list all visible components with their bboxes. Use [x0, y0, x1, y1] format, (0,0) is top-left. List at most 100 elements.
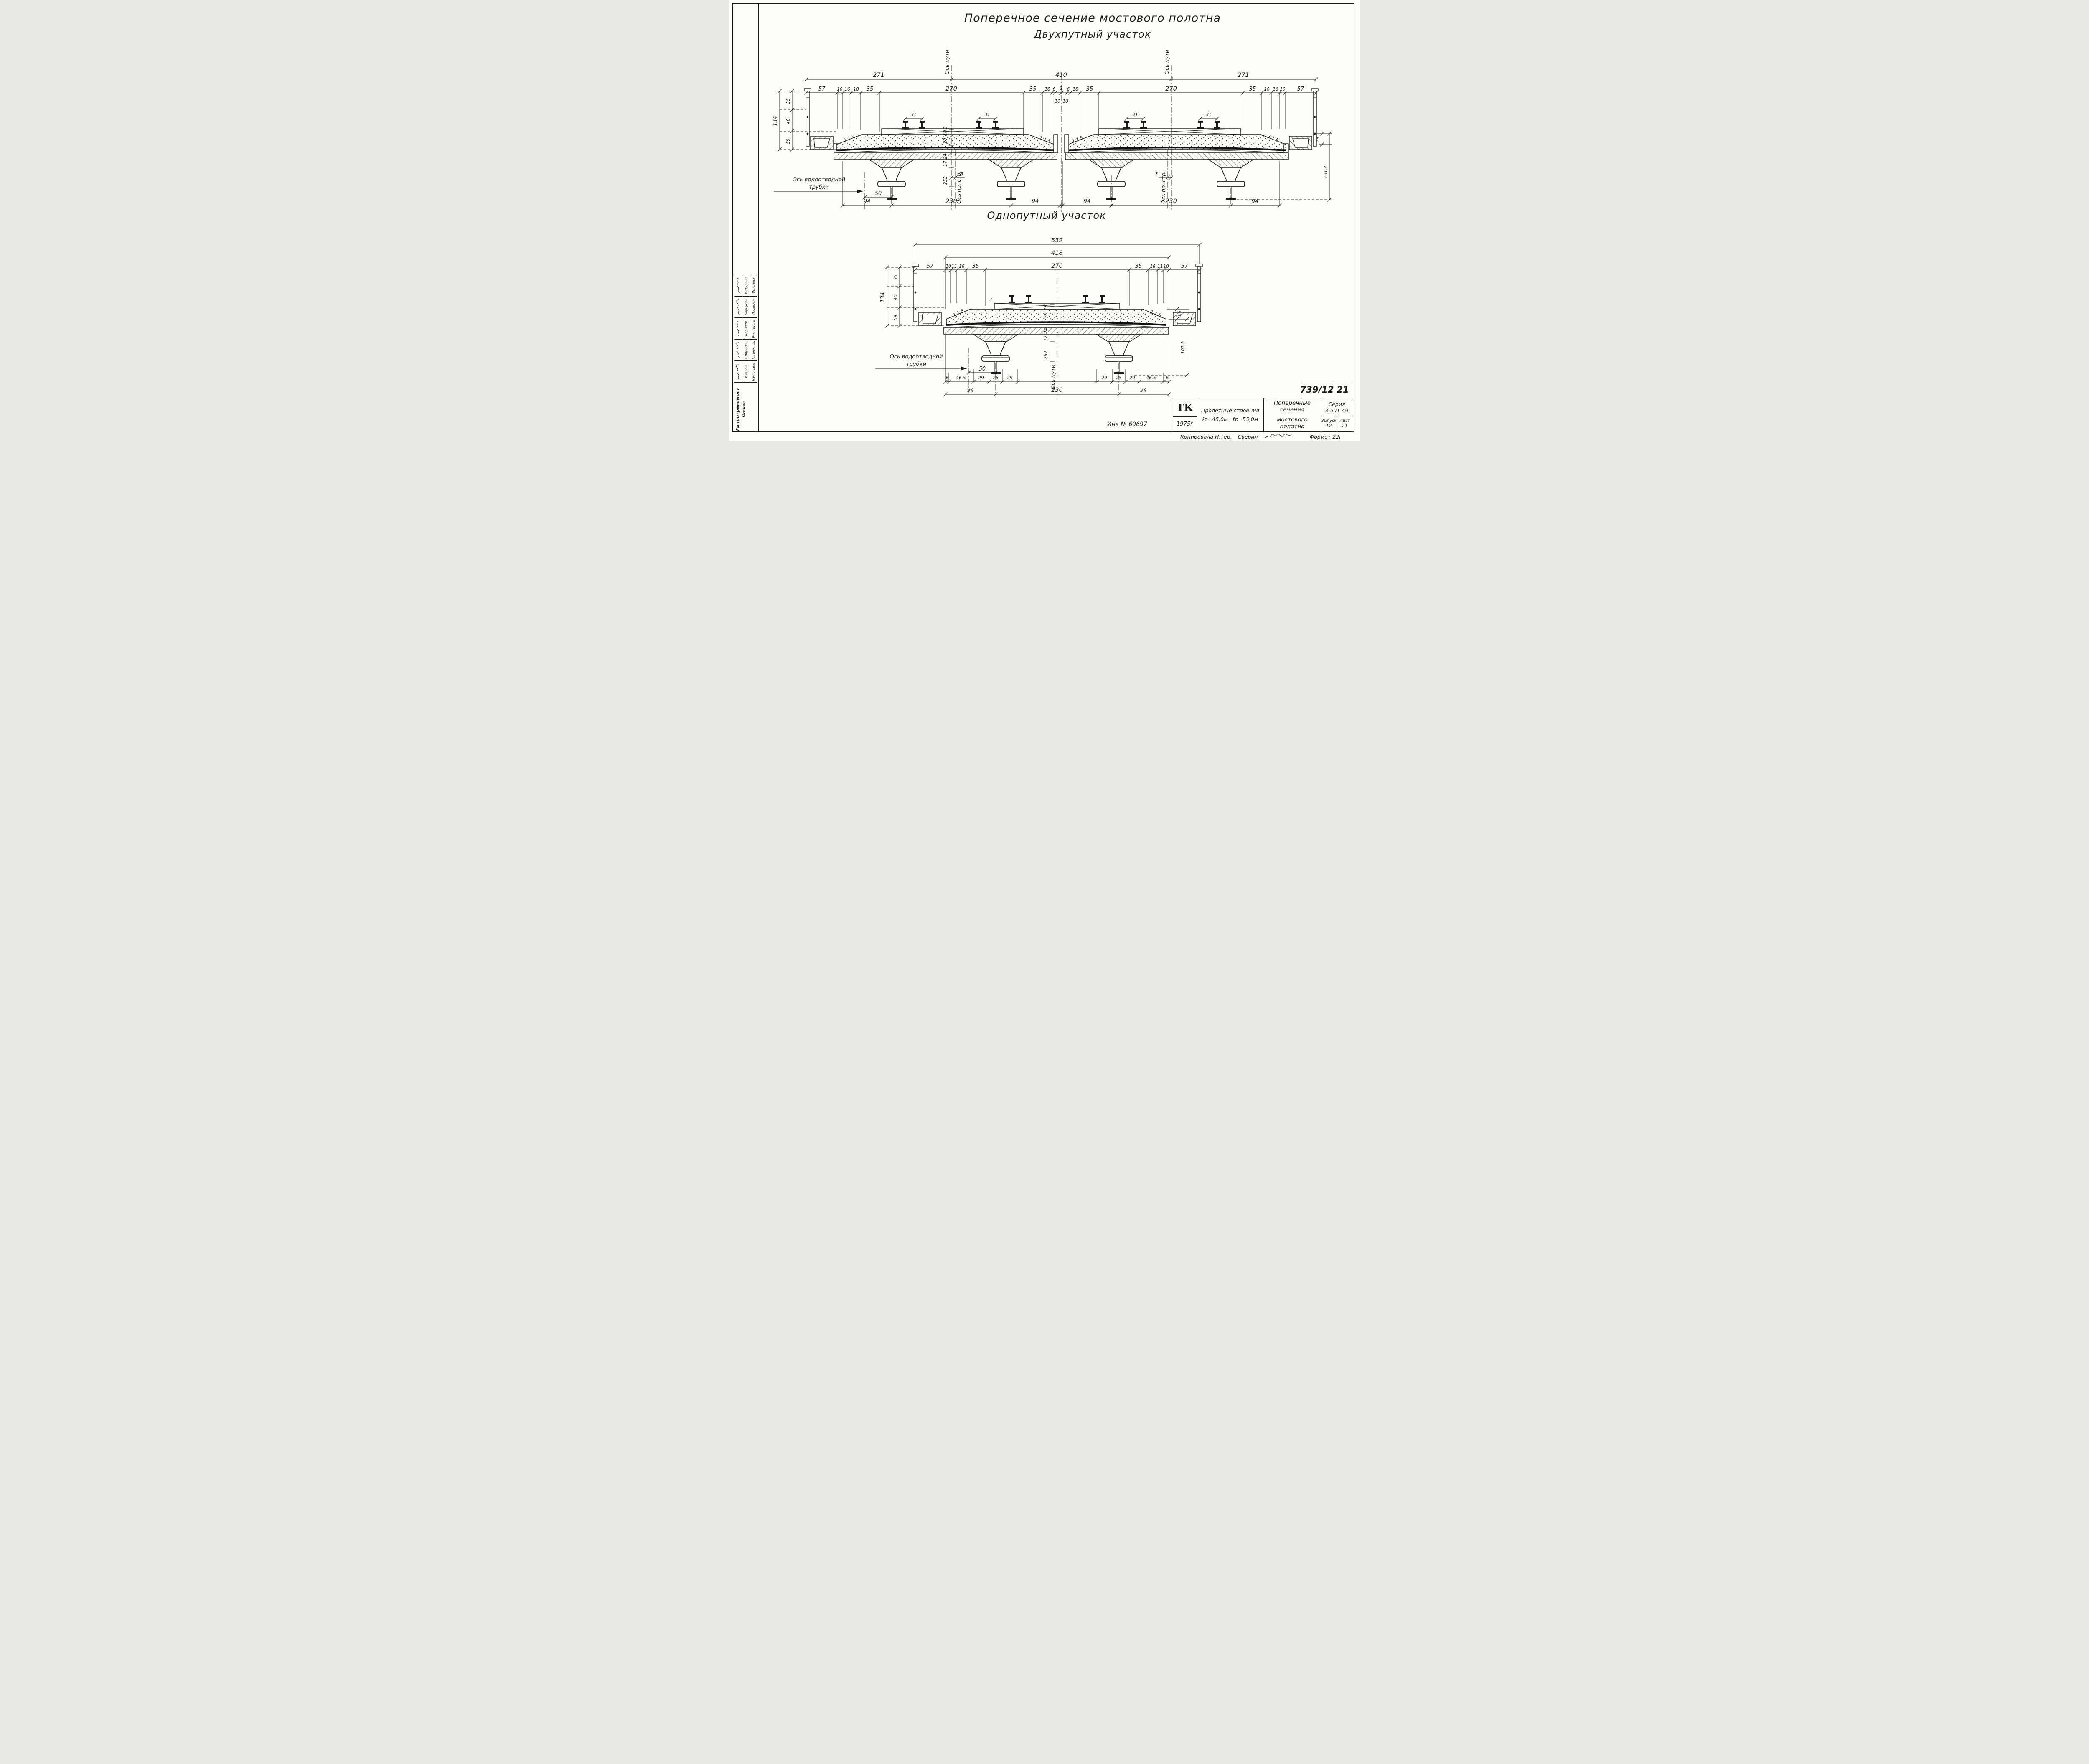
dim: 270	[1051, 263, 1063, 269]
slab-haunch	[1095, 334, 1143, 342]
org-code-cell: ТК	[1173, 398, 1197, 417]
dim: 18	[1072, 87, 1078, 92]
dim: 29	[1129, 376, 1135, 381]
copied-by: Копировала Н.Тер.	[1180, 433, 1232, 440]
dim: 10	[1163, 264, 1169, 269]
sidewalk-console	[918, 312, 942, 326]
dim-row3	[912, 267, 1202, 306]
track-axis-label: Ось пути	[1050, 365, 1056, 389]
drain-label-line1: Ось водоотводной	[890, 354, 943, 360]
girder-with-drain	[981, 341, 1010, 375]
layer-chain	[949, 127, 954, 187]
side-col-2: Смирнова Гл. инж. пр.	[734, 339, 757, 361]
railing-post	[1195, 264, 1203, 322]
drain-leader	[875, 367, 967, 370]
dim-94: 94	[864, 198, 871, 205]
dim-271-left: 271	[873, 72, 884, 79]
object-line2: ℓр=45,0м , ℓр=55,0м	[1202, 416, 1258, 422]
dim: 35	[1029, 86, 1037, 92]
drawing-title-line1: Поперечные сечения	[1273, 400, 1311, 413]
gauge-brackets	[903, 116, 1220, 121]
dim-3-5: 3,5	[1177, 310, 1182, 317]
span-axis-label-left: Ось пр. стр.	[956, 171, 962, 204]
dim-271-right: 271	[1238, 72, 1249, 79]
dim: 18	[959, 264, 965, 269]
span-axis-label-right: Ось пр. стр.	[1160, 171, 1166, 204]
chain-dim: 20	[943, 138, 948, 144]
chain-dim: 20	[1044, 312, 1049, 318]
chain-dim: 24	[943, 153, 948, 159]
dim: 10	[837, 87, 843, 92]
chain-dim: 17	[943, 161, 948, 167]
dim: 16	[844, 87, 850, 92]
dim: 35	[972, 263, 979, 269]
gauge-dim: 31	[911, 112, 916, 117]
dim-35: 35	[893, 274, 898, 280]
dim: 46.5	[956, 376, 966, 381]
dim: 57	[1181, 263, 1188, 269]
dim-94: 94	[1084, 198, 1091, 205]
dim-230: 230	[1051, 387, 1063, 393]
drain-label-line1: Ось водоотводной	[793, 177, 846, 183]
left-deck-half	[804, 89, 1058, 200]
dim-40: 40	[786, 118, 791, 124]
dim-101-2: 101,2	[1323, 166, 1328, 178]
dim-35: 35	[786, 98, 791, 104]
series-label: Серия	[1328, 401, 1345, 407]
single-deck	[912, 264, 1203, 375]
bottom-dims2	[943, 392, 1172, 397]
railing-post	[912, 264, 919, 322]
dim: 29	[1007, 376, 1013, 381]
dim: 35	[867, 86, 874, 92]
chain-dim-252: 252	[1044, 351, 1049, 359]
rail	[1099, 295, 1105, 303]
dim-94: 94	[1032, 198, 1039, 205]
drain-leader	[774, 190, 863, 193]
series-cell: Серия 3.501-49	[1320, 398, 1353, 416]
main-title-line1: Поперечное сечение мостового полотна	[964, 12, 1221, 25]
object-cell: Пролетные строения ℓр=45,0м , ℓр=55,0м	[1196, 398, 1264, 432]
dim: 46.5	[1146, 376, 1156, 381]
dim-15: 15	[1316, 137, 1321, 142]
drawing-title-cell: Поперечные сечения мостового полотна	[1263, 398, 1321, 432]
binding-margin-rule	[758, 3, 759, 432]
dim-94: 94	[1252, 198, 1259, 205]
margin-annotations: Копировала Н.Тер. Сверил Формат 22г	[1180, 433, 1342, 440]
dim-59: 59	[893, 315, 898, 320]
dim-134: 134	[773, 116, 779, 127]
chain-dim: 18	[943, 130, 948, 136]
left-vertical-dims	[777, 89, 836, 152]
list-value: 21	[1342, 423, 1348, 429]
single-track-title: Однопутный участок	[987, 210, 1106, 221]
rail	[1009, 295, 1015, 303]
institute-city: Москва	[742, 401, 747, 418]
institute-block: Гипротрансмост Москва	[735, 386, 757, 433]
girder-with-drain	[1105, 341, 1133, 375]
slab-haunch	[972, 334, 1019, 342]
dim-row-532	[912, 242, 1202, 264]
axis-offset-dim-left	[949, 175, 965, 180]
axis-offset-dim-right	[1159, 175, 1174, 180]
dim-50: 50	[979, 366, 986, 372]
institute-name: Гипротрансмост	[735, 388, 740, 431]
dim: 57	[927, 263, 934, 269]
checked-by: Сверил	[1238, 433, 1258, 440]
object-line1: Пролетные строения	[1201, 407, 1259, 414]
dim-5: 5	[961, 172, 963, 177]
track1-axis-label: Ось пути	[944, 50, 950, 74]
dim: 57	[818, 86, 826, 92]
side-col-4: Корнусов Проверил	[734, 296, 757, 318]
dim-row1	[804, 77, 1319, 82]
gauge-dim: 31	[984, 112, 990, 117]
list-cell: Лист 21	[1337, 416, 1353, 432]
checker-signature	[1265, 434, 1291, 438]
dim: 35	[1135, 263, 1142, 269]
side-signature-table: Вязлов Нач. отдела Смирнова Гл. инж. пр.…	[734, 275, 757, 383]
side-col-3: Корнеев Рук. группы	[734, 317, 757, 339]
drain-label-line2: трубки	[906, 361, 926, 368]
chain-dim: 24	[1044, 328, 1049, 333]
dim: 11	[951, 264, 957, 269]
dim: 29	[978, 376, 984, 381]
dim: 11	[1157, 264, 1163, 269]
guard-rail	[1025, 295, 1032, 303]
